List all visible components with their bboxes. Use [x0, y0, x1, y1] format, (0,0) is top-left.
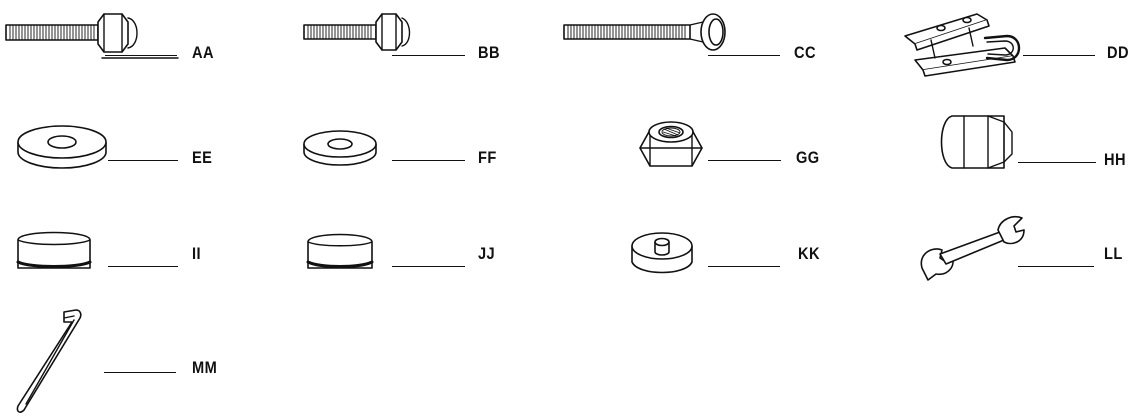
answer-blank-ff: [392, 160, 465, 161]
part-code-ee: EE: [192, 148, 213, 167]
answer-blank-aa: [105, 55, 177, 56]
answer-blank-kk: [708, 266, 780, 267]
part-bb: BB: [300, 10, 580, 100]
part-code-aa: AA: [192, 43, 214, 62]
part-ii: II: [0, 222, 280, 312]
large-flat-washer-icon: [17, 125, 107, 169]
rubber-foot-icon: [631, 232, 693, 274]
part-ll: LL: [918, 210, 1136, 300]
part-aa: AA: [0, 10, 280, 100]
part-kk: KK: [628, 222, 908, 312]
part-jj: JJ: [300, 222, 580, 312]
part-code-jj: JJ: [478, 244, 496, 263]
part-code-ff: FF: [478, 148, 497, 167]
answer-blank-gg: [708, 160, 781, 161]
answer-blank-ll: [1018, 266, 1094, 267]
part-dd: DD: [895, 0, 1136, 90]
answer-blank-ii: [108, 266, 178, 267]
small-flat-washer-icon: [303, 130, 377, 166]
answer-blank-jj: [392, 266, 465, 267]
part-code-cc: CC: [794, 43, 816, 62]
answer-blank-ee: [108, 160, 178, 161]
part-code-dd: DD: [1107, 43, 1129, 62]
large-end-cap-icon: [16, 231, 92, 269]
part-mm: MM: [14, 306, 294, 413]
part-cc: CC: [560, 10, 840, 100]
answer-blank-hh: [1018, 162, 1096, 163]
answer-blank-bb: [392, 55, 465, 56]
short-hex-bolt-icon: [303, 13, 411, 51]
u-bolt-clamp-plates-icon: [904, 13, 1021, 77]
open-end-wrench-icon: [920, 215, 1025, 281]
part-gg: GG: [636, 112, 916, 202]
answer-blank-mm: [104, 372, 176, 373]
allen-key-icon: [16, 309, 82, 413]
part-code-ii: II: [192, 244, 201, 263]
answer-blank-cc: [708, 55, 780, 56]
part-hh: HH: [938, 106, 1136, 196]
carriage-bolt-icon: [563, 13, 726, 51]
part-code-mm: MM: [192, 358, 218, 377]
part-ee: EE: [0, 118, 280, 208]
part-code-gg: GG: [796, 148, 820, 167]
part-ff: FF: [300, 118, 580, 208]
part-code-ll: LL: [1104, 244, 1123, 263]
part-code-kk: KK: [798, 244, 820, 263]
long-hex-bolt-icon: [5, 13, 179, 59]
acorn-cap-nut-icon: [940, 115, 1013, 169]
part-code-hh: HH: [1104, 150, 1126, 169]
hex-lock-nut-icon: [639, 121, 703, 167]
part-code-bb: BB: [478, 43, 500, 62]
small-end-cap-icon: [306, 233, 374, 269]
answer-blank-dd: [1023, 55, 1095, 56]
